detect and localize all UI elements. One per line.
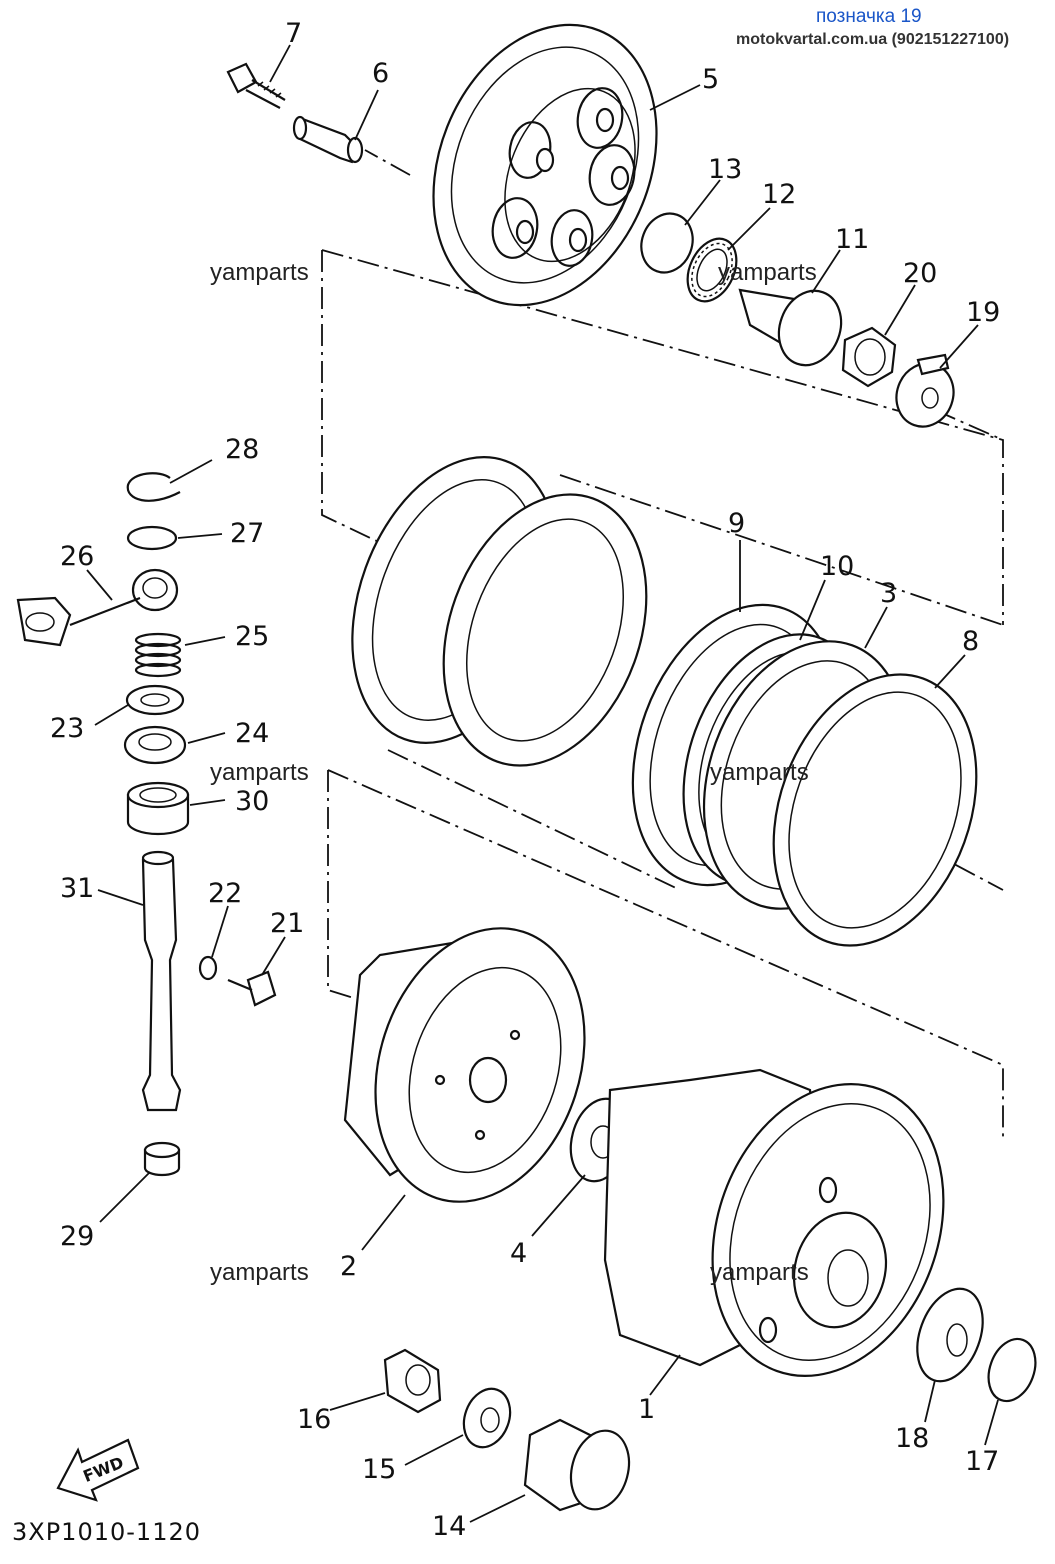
- part-label-29: 29: [60, 1221, 94, 1252]
- lock-washer-19: [895, 353, 955, 428]
- part-label-4: 4: [510, 1238, 527, 1269]
- leader-lines: [86, 44, 999, 1523]
- header-title: позначка 19: [816, 6, 922, 27]
- watermark-text: yamparts: [710, 1259, 809, 1286]
- washer-23: [125, 684, 185, 716]
- part-label-3: 3: [880, 578, 897, 609]
- part-label-16: 16: [297, 1404, 331, 1435]
- part-label-26: 26: [60, 541, 94, 572]
- diagram-code: 3XP1010-1120: [12, 1518, 201, 1546]
- watermark-text: yamparts: [210, 1259, 309, 1286]
- bearing-29: [143, 1141, 181, 1177]
- part-label-13: 13: [708, 154, 742, 185]
- fwd-arrow-icon: FWD: [56, 1438, 140, 1502]
- bearing-30: [126, 781, 190, 836]
- oil-seal-24: [123, 725, 187, 765]
- part-label-11: 11: [835, 224, 869, 255]
- pressure-plate: [432, 23, 658, 307]
- push-rod-sleeve: [292, 115, 364, 164]
- washer-22: [198, 955, 218, 981]
- part-label-14: 14: [432, 1511, 466, 1542]
- washer-13: [640, 212, 694, 274]
- part-label-1: 1: [638, 1394, 655, 1425]
- circlip-28: [126, 472, 181, 502]
- part-label-31: 31: [60, 873, 94, 904]
- part-label-5: 5: [702, 64, 719, 95]
- washer-17: [987, 1337, 1037, 1403]
- washer-15: [462, 1387, 512, 1449]
- part-label-7: 7: [285, 18, 302, 49]
- nut-16: [383, 1348, 442, 1414]
- part-label-19: 19: [966, 297, 1000, 328]
- part-label-27: 27: [230, 518, 264, 549]
- clutch-boss: [343, 927, 586, 1203]
- bushing-18: [916, 1287, 984, 1383]
- part-label-15: 15: [362, 1454, 396, 1485]
- gear-14: [523, 1418, 631, 1512]
- bolt-7: [226, 62, 286, 109]
- part-label-20: 20: [903, 258, 937, 289]
- watermarks: yamparts yamparts yamparts yamparts yamp…: [210, 259, 817, 1286]
- bolt-21: [227, 970, 277, 1007]
- part-label-17: 17: [965, 1446, 999, 1477]
- part-label-12: 12: [762, 179, 796, 210]
- lever-26: [16, 568, 179, 647]
- watermark-text: yamparts: [210, 259, 309, 286]
- part-label-18: 18: [895, 1423, 929, 1454]
- clutch-housing: [603, 1068, 945, 1377]
- part-label-22: 22: [208, 878, 242, 909]
- watermark-text: yamparts: [710, 759, 809, 786]
- watermark-text: yamparts: [718, 259, 817, 286]
- part-label-24: 24: [235, 718, 269, 749]
- friction-plate-8: [772, 673, 978, 947]
- part-label-10: 10: [820, 551, 854, 582]
- washer-27: [126, 525, 178, 551]
- part-label-9: 9: [728, 508, 745, 539]
- part-label-8: 8: [962, 626, 979, 657]
- part-label-2: 2: [340, 1251, 357, 1282]
- push-rod: [738, 288, 843, 367]
- spring-25: [134, 632, 182, 678]
- thrust-bearing: [686, 237, 738, 303]
- part-label-21: 21: [270, 908, 304, 939]
- clutch-plate-inner: [442, 493, 648, 767]
- nut-20: [841, 326, 897, 388]
- part-labels: 7 6 5 13 12 11 20 19 28 27 26 25 23 24 3…: [50, 18, 1000, 1542]
- push-lever-shaft-31: [141, 850, 182, 1112]
- watermark-text: yamparts: [210, 759, 309, 786]
- header-source: motokvartal.com.ua (902151227100): [736, 31, 1009, 48]
- part-label-25: 25: [235, 621, 269, 652]
- part-label-6: 6: [372, 58, 389, 89]
- part-label-28: 28: [225, 434, 259, 465]
- part-label-30: 30: [235, 786, 269, 817]
- part-label-23: 23: [50, 713, 84, 744]
